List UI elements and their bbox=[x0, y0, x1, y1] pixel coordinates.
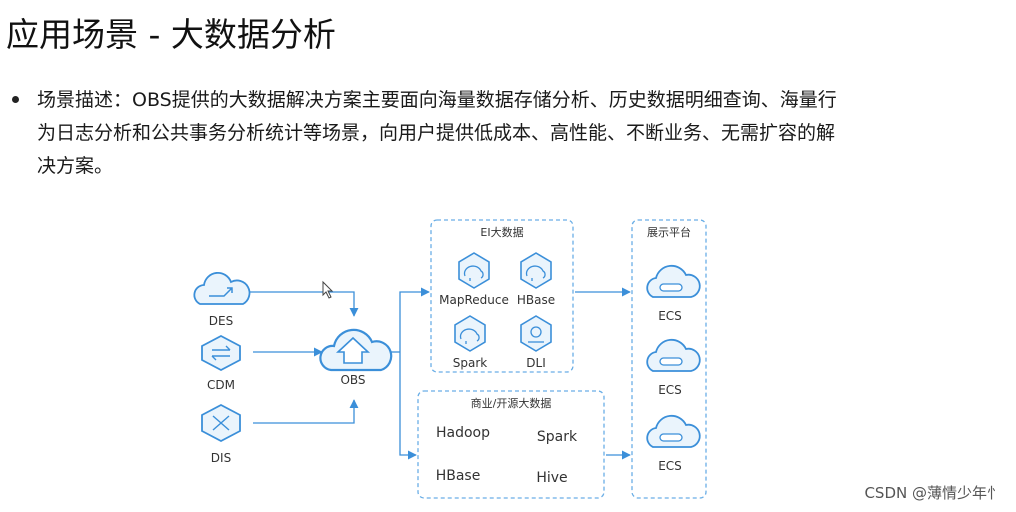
dis-label: DIS bbox=[211, 451, 231, 465]
ecs-label: ECS bbox=[658, 309, 682, 323]
mapreduce-label: MapReduce bbox=[439, 293, 509, 307]
ei-group-title: EI大数据 bbox=[480, 225, 523, 239]
hive-label: Hive bbox=[536, 470, 567, 486]
shield-stream-icon bbox=[201, 403, 241, 443]
des-label: DES bbox=[209, 314, 233, 328]
obs-label: OBS bbox=[340, 373, 365, 387]
shield-exchange-icon bbox=[201, 334, 241, 372]
oss-group-title: 商业/开源大数据 bbox=[471, 396, 552, 410]
description-line: 为日志分析和公共事务分析统计等场景，向用户提供低成本、高性能、不断业务、无需扩容… bbox=[37, 122, 836, 144]
mouse-cursor-icon bbox=[322, 280, 334, 299]
des-to-obs-arrow bbox=[250, 291, 359, 317]
dli-label: DLI bbox=[526, 356, 545, 370]
cloud-transfer-icon bbox=[193, 272, 251, 305]
obs-to-ei-arrow bbox=[399, 287, 430, 352]
cloud-upload-icon bbox=[319, 328, 393, 372]
elephant-icon bbox=[454, 315, 486, 352]
elephant-icon bbox=[458, 252, 490, 289]
ecs-label: ECS bbox=[658, 383, 682, 397]
ecs-cloud-icon bbox=[646, 415, 701, 448]
dli-icon bbox=[520, 315, 552, 352]
hadoop-label: Hadoop bbox=[436, 425, 490, 441]
display-group-box bbox=[631, 219, 707, 499]
cdm-label: CDM bbox=[207, 378, 235, 392]
description-line: 决方案。 bbox=[37, 155, 114, 177]
hbase-ei-label: HBase bbox=[517, 293, 555, 307]
ecs-cloud-icon bbox=[646, 265, 701, 298]
page-title: 应用场景 - 大数据分析 bbox=[6, 15, 336, 54]
ecs-cloud-icon bbox=[646, 339, 701, 372]
ei-group-box bbox=[430, 219, 574, 373]
scenario-description: 场景描述：OBS提供的大数据解决方案主要面向海量数据存储分析、历史数据明细查询、… bbox=[37, 84, 999, 183]
ecs-label: ECS bbox=[658, 459, 682, 473]
spark-ei-label: Spark bbox=[453, 356, 488, 370]
csdn-watermark: CSDN @薄情少年忄 bbox=[864, 484, 1002, 502]
dis-to-obs-arrow bbox=[253, 399, 359, 424]
elephant-icon bbox=[520, 252, 552, 289]
display-group-title: 展示平台 bbox=[647, 225, 691, 239]
obs-to-oss-arrow bbox=[399, 352, 417, 460]
spark-oss-label: Spark bbox=[537, 429, 578, 445]
description-line: 场景描述：OBS提供的大数据解决方案主要面向海量数据存储分析、历史数据明细查询、… bbox=[37, 89, 837, 111]
oss-group-box bbox=[417, 390, 605, 499]
hbase-oss-label: HBase bbox=[436, 468, 481, 484]
bullet-dot bbox=[12, 96, 19, 103]
